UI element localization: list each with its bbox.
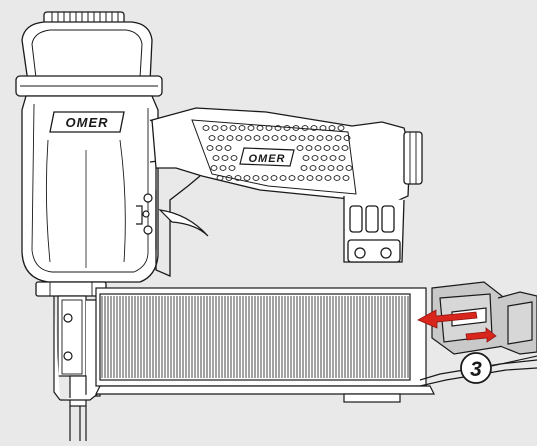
trigger-assembly [136, 190, 209, 250]
motor-badge-text: OMER [66, 115, 109, 130]
nail-strip [101, 296, 409, 378]
arrow-right-icon [465, 327, 497, 343]
handle-badge-text: OMER [249, 153, 286, 165]
motor-housing [15, 11, 167, 297]
callout-3: 3 [460, 352, 537, 384]
handle [151, 107, 423, 277]
grip-texture [202, 125, 353, 181]
callout-number: 3 [470, 358, 482, 381]
arrow-left-icon [417, 309, 478, 329]
nose-assembly [53, 295, 101, 441]
handle-badge: OMER [239, 147, 295, 167]
